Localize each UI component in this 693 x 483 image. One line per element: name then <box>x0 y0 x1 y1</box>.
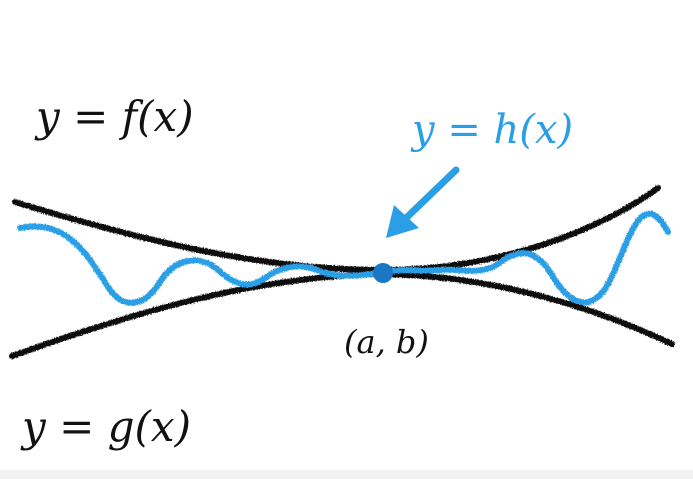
label-g: y = g(x) <box>22 402 191 451</box>
label-h: y = h(x) <box>412 107 574 153</box>
arrow-head <box>386 205 419 238</box>
point-a-b <box>373 263 393 283</box>
arrow-shaft <box>398 166 460 226</box>
curve-f <box>12 185 661 274</box>
bottom-strip <box>0 470 693 479</box>
label-point: (a, b) <box>344 323 429 361</box>
curve-h <box>17 210 671 306</box>
label-f: y = f(x) <box>36 92 194 141</box>
